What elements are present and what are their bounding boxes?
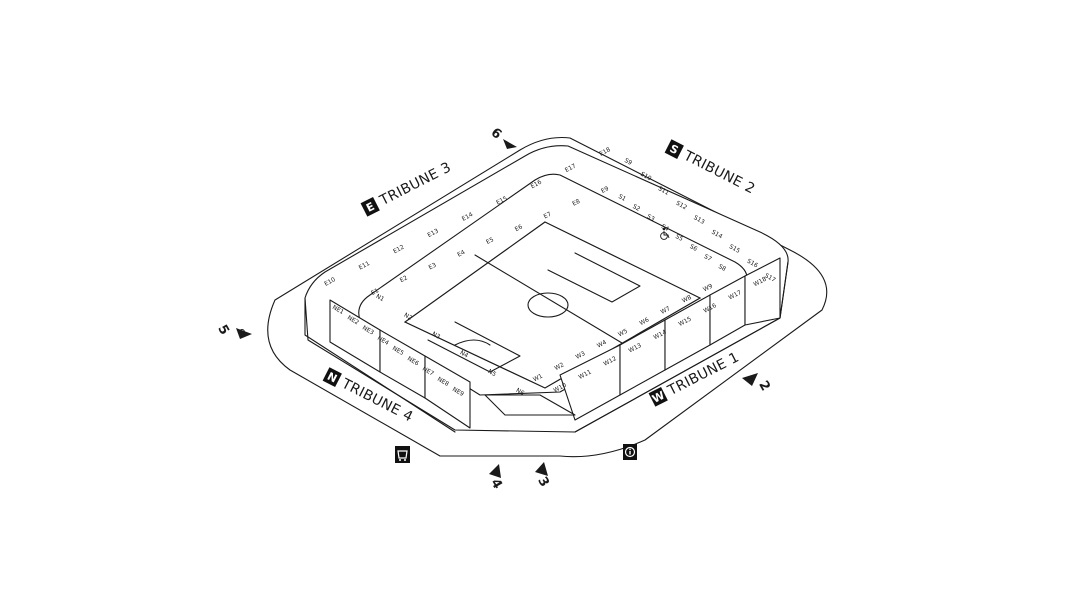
- penalty-box-south: [547, 252, 641, 303]
- gate-3-label: 3: [534, 474, 552, 489]
- tribune-south-badge: [664, 139, 684, 160]
- tribune-west-letter: W: [650, 389, 667, 406]
- section-n5[interactable]: N5: [487, 368, 498, 378]
- gate-2-label: 2: [755, 378, 773, 393]
- gate-4[interactable]: 4: [487, 464, 505, 492]
- section-e4[interactable]: E4: [456, 249, 466, 259]
- tribune-south-label: TRIBUNE 2: [680, 147, 757, 197]
- shop-icon[interactable]: [395, 446, 410, 463]
- section-e5[interactable]: E5: [485, 236, 495, 246]
- section-s13[interactable]: S13: [692, 214, 706, 226]
- section-e15[interactable]: E15: [495, 195, 509, 207]
- wheelchair-icon: [660, 227, 670, 240]
- section-e8[interactable]: E8: [571, 198, 581, 208]
- info-icon[interactable]: [623, 444, 637, 460]
- wheelchair-icon-west: [239, 329, 245, 335]
- gate-4-arrow-icon: [489, 464, 501, 478]
- section-n4[interactable]: N4: [459, 349, 470, 359]
- section-s12[interactable]: S12: [675, 200, 689, 212]
- section-s3[interactable]: S3: [646, 213, 656, 223]
- section-s9[interactable]: S9: [623, 157, 633, 167]
- section-s4[interactable]: S4: [660, 223, 670, 233]
- section-s15[interactable]: S15: [728, 243, 742, 255]
- gate-6-arrow-icon: [503, 139, 517, 149]
- section-s2[interactable]: S2: [631, 203, 641, 213]
- centre-circle: [527, 292, 569, 318]
- section-e7[interactable]: E7: [542, 211, 552, 221]
- gate-6[interactable]: 6: [488, 125, 517, 149]
- section-w7[interactable]: W7: [660, 305, 672, 316]
- gate-3-arrow-icon: [535, 462, 548, 476]
- north-stand-boxes: [329, 299, 576, 429]
- tribune-west-badge: [648, 386, 668, 407]
- goal-area-north: [454, 339, 491, 346]
- section-e12[interactable]: E12: [392, 244, 406, 256]
- section-s6[interactable]: S6: [688, 243, 698, 253]
- west-stand-boxes: [559, 257, 781, 421]
- section-s8[interactable]: S8: [717, 263, 727, 273]
- section-e16[interactable]: E16: [530, 179, 544, 191]
- tribune-east-badge: [360, 196, 380, 217]
- gate-2[interactable]: 2: [742, 373, 773, 394]
- gate-4-label: 4: [487, 476, 505, 491]
- penalty-box-north: [427, 321, 521, 373]
- stand-tier-line: [358, 173, 748, 396]
- section-w6[interactable]: W6: [638, 316, 650, 327]
- gate-3[interactable]: 3: [534, 462, 552, 490]
- section-w1[interactable]: W1: [532, 373, 544, 384]
- section-e1[interactable]: E1: [370, 287, 380, 297]
- section-e9[interactable]: E9: [600, 185, 610, 195]
- section-n1[interactable]: N1: [375, 293, 386, 303]
- section-e2[interactable]: E2: [399, 274, 409, 284]
- section-s14[interactable]: S14: [710, 229, 724, 241]
- tribune-north-badge: [322, 367, 342, 388]
- section-e13[interactable]: E13: [426, 227, 440, 239]
- section-s5[interactable]: S5: [674, 233, 684, 243]
- gate-2-arrow-icon: [742, 373, 758, 386]
- section-s7[interactable]: S7: [703, 253, 713, 263]
- section-w4[interactable]: W4: [596, 339, 608, 350]
- stadium-perimeter: [267, 136, 828, 458]
- section-w8[interactable]: W8: [681, 294, 693, 305]
- section-e17[interactable]: E17: [564, 162, 578, 174]
- gate-5-label: 5: [214, 322, 232, 337]
- section-e18[interactable]: E18: [598, 146, 612, 158]
- tribune-south[interactable]: S TRIBUNE 2: [664, 139, 758, 197]
- section-n6[interactable]: N6: [515, 387, 526, 397]
- section-e6[interactable]: E6: [514, 223, 524, 233]
- section-w2[interactable]: W2: [553, 361, 565, 372]
- section-e11[interactable]: E11: [358, 260, 372, 272]
- gate-6-label: 6: [488, 125, 505, 142]
- section-s16[interactable]: S16: [746, 258, 760, 270]
- section-w9[interactable]: W9: [702, 283, 714, 294]
- section-s10[interactable]: S10: [639, 171, 653, 183]
- section-e14[interactable]: E14: [461, 211, 475, 223]
- halfway-line: [474, 254, 623, 344]
- section-n3[interactable]: N3: [431, 330, 442, 340]
- pitch[interactable]: [403, 221, 702, 389]
- section-s1[interactable]: S1: [617, 193, 627, 203]
- section-e10[interactable]: E10: [323, 276, 337, 288]
- section-e3[interactable]: E3: [427, 262, 437, 272]
- section-w3[interactable]: W3: [575, 350, 587, 361]
- tribune-east-label: TRIBUNE 3: [377, 159, 454, 209]
- section-w5[interactable]: W5: [617, 328, 629, 339]
- gate-5[interactable]: 5: [214, 322, 252, 339]
- section-s11[interactable]: S11: [657, 185, 671, 197]
- section-s17[interactable]: S17: [763, 272, 777, 284]
- section-n2[interactable]: N2: [403, 312, 414, 322]
